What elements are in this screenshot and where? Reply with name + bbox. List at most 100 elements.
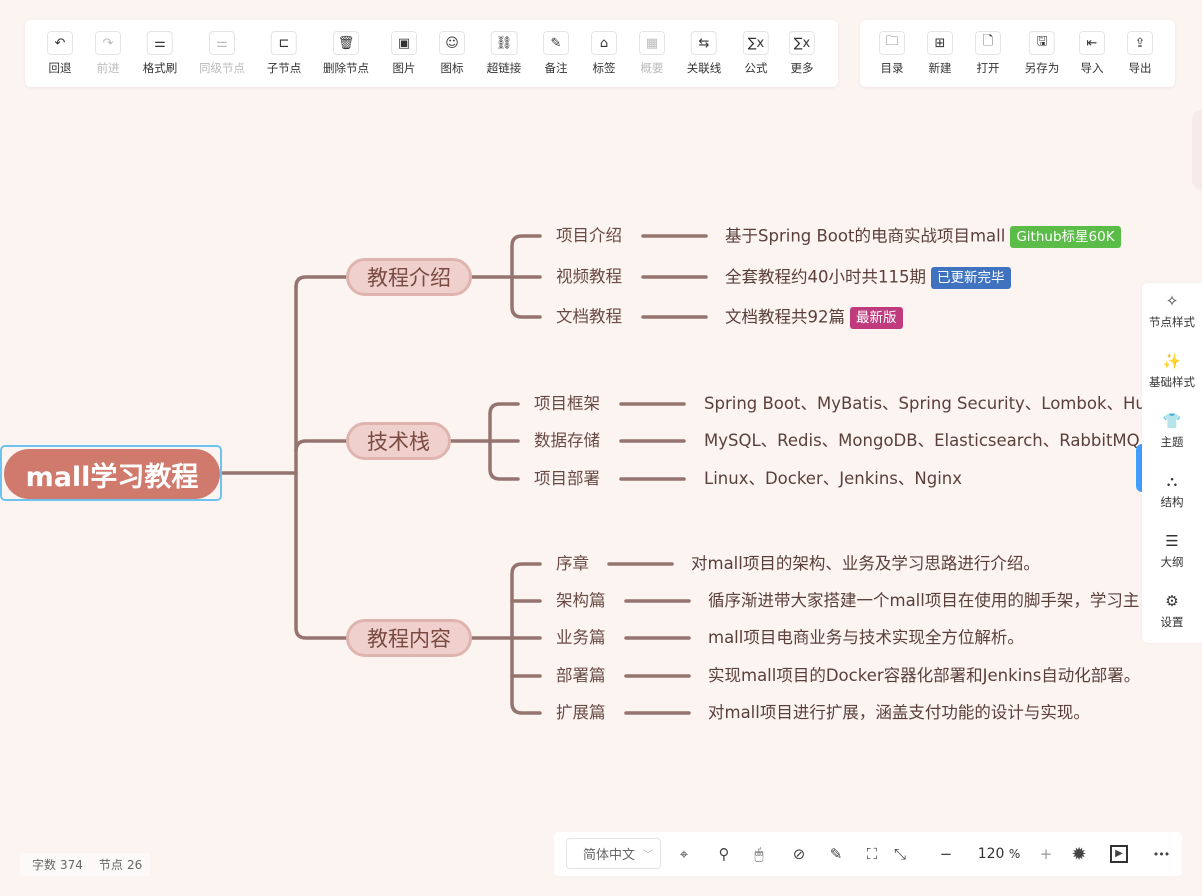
- mouse-icon[interactable]: 🖱: [754, 845, 764, 863]
- side-panel-item-2[interactable]: 👕主题: [1142, 411, 1202, 450]
- side-panel-item-1[interactable]: ✨基础样式: [1142, 351, 1202, 390]
- toolbar-button-2[interactable]: ⚌ 格式刷: [142, 31, 178, 76]
- leaf-node-text: 实现mall项目的Docker容器化部署和Jenkins自动化部署。: [708, 666, 1141, 685]
- leaf-node-text: 文档教程共92篇: [725, 307, 845, 327]
- leaf-node[interactable]: Linux、Docker、Jenkins、Nginx: [704, 469, 962, 489]
- compass-icon[interactable]: ⊘: [792, 845, 806, 863]
- root-node[interactable]: mall学习教程: [4, 449, 220, 499]
- file-button-1[interactable]: ⊞新建: [927, 31, 953, 76]
- node-style-icon: ✧: [1165, 292, 1179, 310]
- branch-node[interactable]: 教程介绍: [346, 258, 472, 296]
- leaf-node[interactable]: 循序渐进带大家搭建一个mall项目在使用的脚手架，学习主: [708, 591, 1139, 611]
- toolbar-button-12[interactable]: ⇆关联线: [687, 31, 721, 76]
- leaf-node[interactable]: mall项目电商业务与技术实现全方位解析。: [708, 628, 1024, 648]
- child-node[interactable]: 视频教程: [556, 267, 622, 286]
- fit-screen-icon[interactable]: ⛶: [866, 845, 878, 863]
- child-node[interactable]: 部署篇: [556, 666, 606, 685]
- edit-toolbar: ↶回退 ↷前进 ⚌ 格式刷 ⚌ 同级节点 ⊏子节点 🗑 删除节点 ▣图片 ☺图标 ⛓超链接 ✎备注 ⌂标签…: [25, 20, 838, 87]
- theme-toggle-icon[interactable]: ✹: [1071, 843, 1087, 865]
- toolbar-button-10[interactable]: ⌂标签: [591, 31, 617, 76]
- export-icon: ⇪: [1127, 31, 1153, 55]
- child-node[interactable]: 扩展篇: [556, 703, 606, 722]
- settings-icon: ⚙: [1165, 592, 1179, 610]
- toolbar-button-11[interactable]: ▦概要: [639, 31, 665, 76]
- toolbar-label: 删除节点: [323, 61, 369, 75]
- toolbar-button-9[interactable]: ✎备注: [543, 31, 569, 76]
- toolbar-button-5[interactable]: 🗑 删除节点: [323, 31, 369, 76]
- more-options-icon[interactable]: •••: [1152, 847, 1170, 861]
- toolbar-label: 子节点: [266, 61, 302, 75]
- side-panel-toggle[interactable]: [1136, 444, 1144, 492]
- leaf-node[interactable]: 文档教程共92篇最新版: [725, 307, 903, 329]
- leaf-node[interactable]: Spring Boot、MyBatis、Spring Security、Lomb…: [704, 394, 1146, 414]
- file-button-0[interactable]: 🗀 目录: [879, 31, 905, 76]
- file-label: 导出: [1128, 61, 1152, 75]
- leaf-node[interactable]: 实现mall项目的Docker容器化部署和Jenkins自动化部署。: [708, 666, 1140, 686]
- toolbar-label: 公式: [744, 61, 768, 75]
- side-panel-label: 主题: [1160, 435, 1184, 449]
- side-panel-item-0[interactable]: ✧ 节点样式: [1142, 291, 1202, 330]
- format-painter-icon: ⚌: [147, 31, 173, 55]
- toolbar-button-4[interactable]: ⊏子节点: [266, 31, 302, 76]
- file-button-2[interactable]: 🗋打开: [975, 31, 1001, 76]
- branch-connector: [294, 439, 348, 453]
- toolbar-button-0[interactable]: ↶回退: [47, 31, 73, 76]
- leaf-node[interactable]: 对mall项目的架构、业务及学习思路进行介绍。: [691, 554, 1040, 574]
- file-button-5[interactable]: ⇪ 导出: [1127, 31, 1153, 76]
- leaf-node[interactable]: 全套教程约40小时共115期已更新完毕: [725, 267, 1011, 289]
- zoom-value: 120: [977, 846, 1005, 862]
- branch-node[interactable]: 技术栈: [346, 422, 451, 460]
- toolbar-button-8[interactable]: ⛓超链接: [487, 31, 521, 76]
- zoom-level: 120 %: [974, 832, 1024, 876]
- toolbar-label: 格式刷: [142, 61, 178, 75]
- side-panel-item-5[interactable]: ⚙ 设置: [1142, 591, 1202, 630]
- trash-icon: 🗑: [332, 31, 360, 55]
- zoom-unit: %: [1008, 847, 1021, 861]
- language-select[interactable]: 简体中文 ﹀: [566, 838, 661, 869]
- side-panel-label: 结构: [1160, 495, 1184, 509]
- toolbar-button-6[interactable]: ▣图片: [391, 31, 417, 76]
- side-panel-label: 设置: [1160, 615, 1184, 629]
- file-label: 打开: [976, 61, 1000, 75]
- sibling-node-icon: ⚌: [209, 31, 235, 55]
- child-node[interactable]: 项目框架: [534, 394, 600, 413]
- folder-icon: 🗀: [879, 31, 905, 55]
- file-button-3[interactable]: 🖫另存为: [1024, 31, 1060, 76]
- file-label: 目录: [880, 61, 904, 75]
- fullscreen-icon[interactable]: ⤡: [893, 845, 906, 863]
- child-node[interactable]: 业务篇: [556, 628, 606, 647]
- leaf-node-text: 对mall项目进行扩展，涵盖支付功能的设计与实现。: [708, 703, 1090, 722]
- presentation-icon[interactable]: ▶: [1107, 832, 1131, 876]
- side-panel-label: 节点样式: [1149, 315, 1195, 329]
- side-panel: ✧ 节点样式 ✨基础样式 👕主题 ⛬结构 ☰大纲 ⚙ 设置: [1142, 283, 1202, 643]
- side-panel-item-3[interactable]: ⛬结构: [1142, 471, 1202, 510]
- toolbar-button-1[interactable]: ↷前进: [95, 31, 121, 76]
- search-icon[interactable]: ⚲: [718, 845, 730, 863]
- zoom-out-button[interactable]: −: [939, 845, 953, 863]
- child-node[interactable]: 文档教程: [556, 307, 622, 326]
- branch-node[interactable]: 教程内容: [346, 619, 472, 657]
- toolbar-label: 同级节点: [199, 61, 245, 75]
- image-icon: ▣: [391, 31, 417, 55]
- child-node[interactable]: 序章: [556, 554, 589, 573]
- toolbar-button-3[interactable]: ⚌ 同级节点: [199, 31, 245, 76]
- file-label: 另存为: [1024, 61, 1060, 75]
- toolbar-button-7[interactable]: ☺图标: [439, 31, 465, 76]
- file-button-4[interactable]: ⇤导入: [1079, 31, 1105, 76]
- side-panel-item-4[interactable]: ☰大纲: [1142, 531, 1202, 570]
- file-toolbar: 🗀 目录 ⊞新建 🗋打开 🖫另存为 ⇤导入 ⇪ 导出: [860, 20, 1175, 87]
- leaf-node[interactable]: 对mall项目进行扩展，涵盖支付功能的设计与实现。: [708, 703, 1090, 723]
- locate-icon[interactable]: ⌖: [679, 845, 689, 863]
- chevron-down-icon: ﹀: [643, 850, 654, 861]
- child-node[interactable]: 数据存储: [534, 431, 600, 450]
- child-node[interactable]: 项目部署: [534, 469, 600, 488]
- zoom-in-button[interactable]: +: [1039, 845, 1053, 863]
- leaf-node[interactable]: MySQL、Redis、MongoDB、Elasticsearch、Rabbit…: [704, 431, 1140, 451]
- child-node[interactable]: 项目介绍: [556, 226, 622, 245]
- edit-icon[interactable]: ✎: [829, 845, 843, 863]
- child-node[interactable]: 架构篇: [556, 591, 606, 610]
